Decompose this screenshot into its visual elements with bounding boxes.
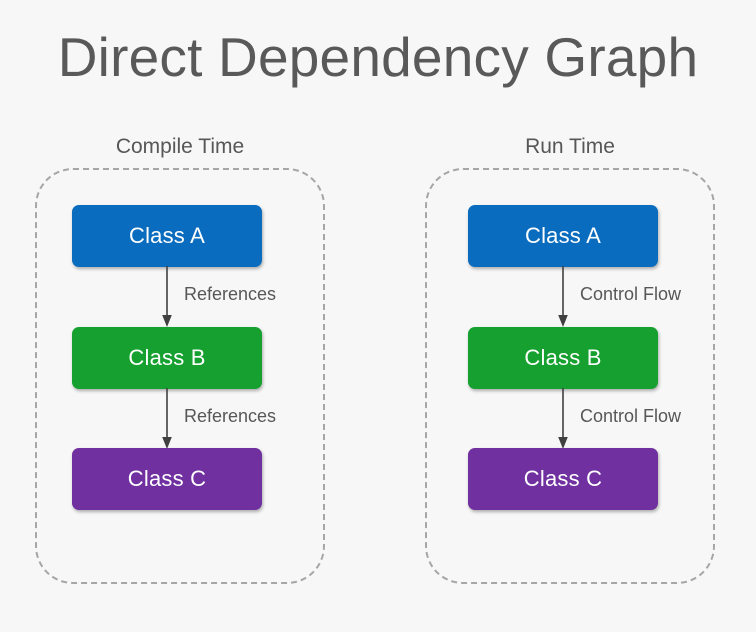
edge-arrow-run-a-to-b bbox=[558, 266, 568, 327]
node-compile-class-c[interactable]: Class C bbox=[72, 448, 262, 510]
group-container-compile-time bbox=[35, 168, 325, 584]
node-run-class-c[interactable]: Class C bbox=[468, 448, 658, 510]
edge-label-run-a-to-b: Control Flow bbox=[580, 284, 682, 304]
node-run-class-a[interactable]: Class A bbox=[468, 205, 658, 267]
node-label: Class A bbox=[525, 223, 601, 248]
edge-arrow-compile-a-to-b bbox=[162, 266, 172, 327]
page-title: Direct Dependency Graph bbox=[57, 26, 699, 88]
group-container-run-time bbox=[425, 168, 715, 584]
node-run-class-b[interactable]: Class B bbox=[468, 327, 658, 389]
edge-label-compile-b-to-c: References bbox=[184, 406, 277, 426]
group-label-compile-time: Compile Time bbox=[115, 135, 245, 158]
node-label: Class A bbox=[129, 223, 205, 248]
edge-label-run-b-to-c: Control Flow bbox=[580, 406, 682, 426]
group-label-run-time: Run Time bbox=[525, 135, 615, 158]
node-label: Class C bbox=[127, 466, 207, 491]
node-label: Class B bbox=[524, 345, 602, 370]
node-compile-class-a[interactable]: Class A bbox=[72, 205, 262, 267]
edge-label-compile-a-to-b: References bbox=[184, 284, 277, 304]
node-compile-class-b[interactable]: Class B bbox=[72, 327, 262, 389]
node-label: Class B bbox=[128, 345, 206, 370]
node-label: Class C bbox=[523, 466, 603, 491]
edge-arrow-run-b-to-c bbox=[558, 388, 568, 449]
edge-arrow-compile-b-to-c bbox=[162, 388, 172, 449]
